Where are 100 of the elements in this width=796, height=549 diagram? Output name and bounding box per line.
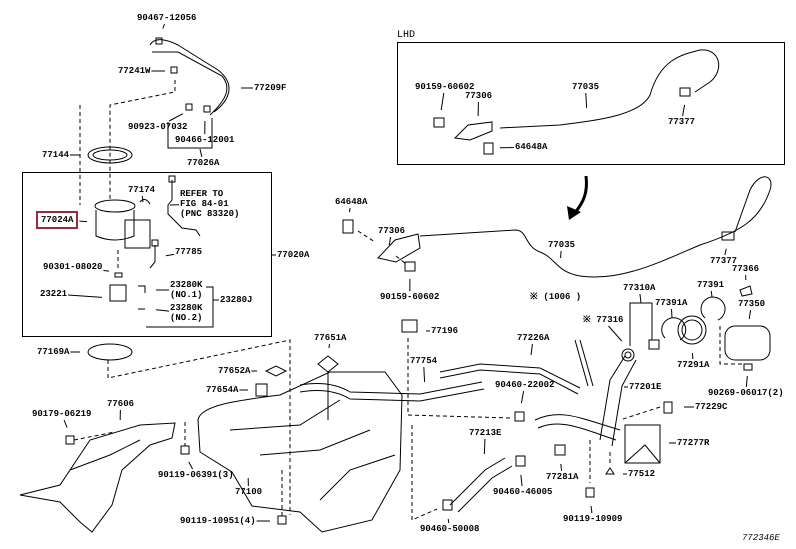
leader-line [328,344,330,349]
callout-number: 90119-10951(4) [180,516,256,526]
leader-line [724,248,727,256]
callout-number: 77306 [465,91,492,101]
leader-line [256,520,270,522]
leader-line [560,250,562,259]
reference-note: REFER TO FIG 84-01 (PNC 83320) [180,189,242,219]
callout-number: 77350 [738,299,766,309]
callout-number: 77229C [695,402,728,412]
callout-number: 77512 [628,469,656,479]
leader-line [520,390,524,404]
callout-number: 77785 [175,247,202,257]
callout-number: 64648A [335,197,368,207]
leader-line [440,92,444,111]
highlighted-callout-number: 77024A [36,211,78,229]
leader-line [204,120,206,134]
leader-line [78,220,88,222]
leader-line [150,70,166,72]
leader-line [745,274,746,280]
leader-line [710,290,712,298]
callout-number: 77035 [572,82,600,92]
callout-number: 90467-12056 [137,13,196,23]
callout-number: 77209F [254,83,286,93]
leader-line [388,236,392,246]
leader-line [348,208,351,213]
leader-line [248,478,249,486]
leader-line [560,463,562,472]
callout-number: 90301-08020 [43,262,102,272]
callout-number: 77201E [629,382,662,392]
leader-line [200,148,202,158]
leader-line [120,410,121,420]
leader-line [426,330,430,332]
leader-line [250,370,258,372]
callout-number: 77391A [655,298,688,308]
callout-number: 77169A [37,347,70,357]
callout-number: 77144 [42,150,70,160]
callout-number: 77306 [378,226,406,236]
callout-number: 77035 [548,240,576,250]
leader-line [746,375,748,388]
callout-number: 90159-60602 [415,82,474,92]
callout-number: 90159-60602 [380,292,440,302]
callout-number: 23280K (NO.2) [170,303,206,323]
leader-line [682,104,686,116]
leader-line [684,406,694,408]
frame-title: LHD [397,30,416,41]
callout-number: 90179-06219 [32,409,92,419]
callout-number: 90460-46005 [493,487,552,497]
callout-number: 77226A [517,333,550,343]
callout-number: 77377 [668,117,696,127]
callout-number: 23280K (NO.1) [170,280,206,300]
leader-line [448,518,450,524]
leader-line [423,366,426,382]
leader-line [272,254,276,256]
leader-line [624,386,628,388]
leader-line [668,442,676,444]
leader-line [500,146,514,148]
leader-line [70,154,80,156]
leader-line [692,352,694,360]
callout-number: 23221 [40,289,68,299]
callout-number: 77652A [218,366,250,376]
leader-line [64,420,68,428]
leader-line [590,505,592,514]
callout-number: 77020A [277,250,310,260]
note-text: ※ (1006 ) [530,292,582,302]
callout-number: 23280J [220,295,252,305]
leader-line [188,462,194,470]
leader-line [162,24,165,29]
callout-number: 77196 [431,326,458,336]
callout-number: 90460-22002 [495,380,554,390]
callout-number: 77277R [677,438,710,448]
leader-line [608,326,622,342]
callout-number: 77606 [107,399,134,409]
callout-number: 77026A [187,158,220,168]
callout-number: 77366 [732,264,760,274]
callout-number: 77391 [697,280,724,290]
callout-number: 77174 [128,185,156,195]
callout-number: 77754 [410,356,438,366]
leader-line [68,294,103,298]
leader-line [671,308,672,318]
callout-number: 64648A [515,142,548,152]
callout-number: 77241W [118,66,150,76]
leader-line [484,438,486,454]
callout-number: 90269-06017(2) [708,388,784,398]
leader-line [165,254,174,256]
leader-line [585,92,588,108]
callout-number: 77310A [623,283,656,293]
leader-line [530,344,533,356]
leader-line [478,102,479,116]
leader-line [155,309,170,312]
leader-line [168,113,184,122]
callout-number: 90460-50008 [420,524,480,534]
inset-frame [22,172,272,337]
leader-line [142,196,144,202]
leader-line [639,294,642,304]
callout-number: 77281A [546,472,578,482]
leader-line [520,474,523,486]
leader-line [170,204,180,206]
drawing-number: 772346E [742,533,780,543]
callout-number: ※ 77316 [583,315,624,325]
callout-number: 77651A [314,333,346,343]
